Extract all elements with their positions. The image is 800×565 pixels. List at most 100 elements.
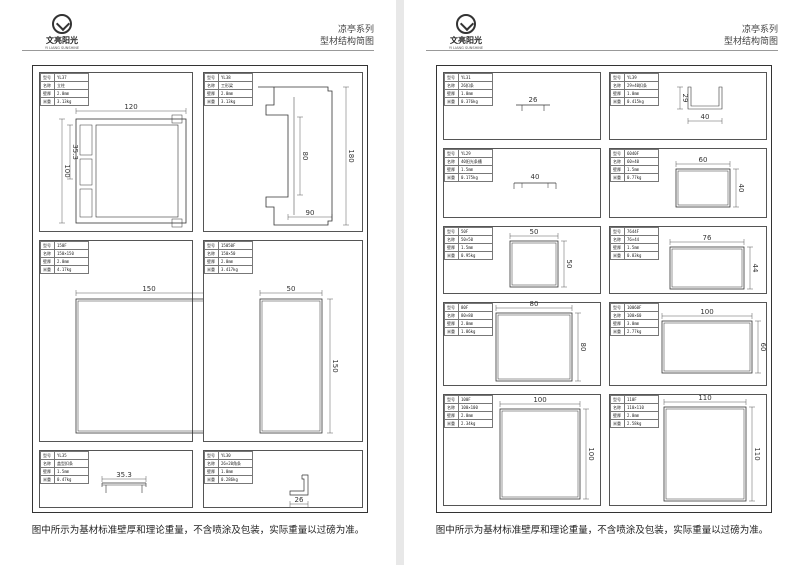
tube-inner-outline <box>511 242 557 286</box>
dimension-label: 100 <box>700 308 713 316</box>
spec-value-weight: 2.34kg <box>458 419 493 428</box>
profile-drawing: 5050 <box>509 228 573 288</box>
series-title: 凉亭系列 <box>741 25 778 35</box>
dimension-label: 100 <box>63 164 71 177</box>
spec-label-thickness: 壁厚 <box>444 243 459 252</box>
spec-label-model: 型号 <box>610 303 625 312</box>
spec-label-thickness: 壁厚 <box>610 319 625 328</box>
spec-label-model: 型号 <box>610 227 625 236</box>
spec-value-thickness: 2.0mm <box>218 257 253 266</box>
spec-value-thickness: 2.0mm <box>54 89 89 98</box>
column-main-chamber <box>95 124 179 218</box>
document-title: 型材结构简图 <box>723 37 778 47</box>
dimension-label: 50 <box>287 285 296 293</box>
spec-label-thickness: 壁厚 <box>444 89 459 98</box>
tube-outer-outline <box>75 298 223 434</box>
tube-inner-outline <box>501 410 579 498</box>
spec-label-model: 型号 <box>204 451 219 460</box>
column-side-chamber <box>79 158 93 186</box>
spec-label-thickness: 壁厚 <box>444 319 459 328</box>
spec-label-model: 型号 <box>610 73 625 82</box>
spec-label-weight: 米重 <box>610 419 625 428</box>
spec-label-name: 名称 <box>610 235 625 244</box>
dimension-label: 90 <box>306 209 315 217</box>
spec-value-model: YL30 <box>218 451 253 460</box>
spec-value-name: 盖型扣条 <box>54 459 89 468</box>
dimension-label: 180 <box>347 149 355 162</box>
brand-logo-icon <box>52 14 72 34</box>
spec-value-weight: 0.286kg <box>218 475 253 484</box>
spec-value-name: 150×150 <box>54 249 89 258</box>
spec-label-thickness: 壁厚 <box>610 89 625 98</box>
footer-note: 图中所示为基材标准壁厚和理论重量，不含喷涂及包装，实际重量以过磅为准。 <box>31 525 365 536</box>
tube-inner-outline <box>671 248 743 288</box>
spec-value-thickness: 2.0mm <box>218 89 253 98</box>
spec-label-model: 型号 <box>40 451 55 460</box>
dimension-label: 80 <box>301 152 309 161</box>
spec-value-weight: 0.47kg <box>54 475 89 484</box>
spec-label-name: 名称 <box>444 311 459 320</box>
spec-value-name: 100×60 <box>624 311 659 320</box>
spec-label-thickness: 壁厚 <box>204 89 219 98</box>
spec-label-model: 型号 <box>204 241 219 250</box>
spec-value-name: 76×44 <box>624 235 659 244</box>
spec-value-weight: 4.17kg <box>54 265 89 274</box>
spec-value-thickness: 2.0mm <box>458 319 493 328</box>
spec-value-name: 50×50 <box>458 235 493 244</box>
spec-label-weight: 米重 <box>40 475 55 484</box>
spec-value-weight: 2.77kg <box>624 327 659 336</box>
spec-label-weight: 米重 <box>444 327 459 336</box>
spec-value-weight: 0.415kg <box>624 97 659 106</box>
brand-logo: 文亮阳光 YI LIANG SUNSHINE <box>436 14 496 50</box>
profile-drawing: 26 <box>289 474 309 507</box>
dimension-label: 100 <box>587 447 595 460</box>
spec-row-name: 名称盖型扣条 <box>40 459 89 468</box>
spec-label-model: 型号 <box>444 303 459 312</box>
spec-label-name: 名称 <box>444 235 459 244</box>
tube-inner-outline <box>497 314 571 380</box>
spec-label-name: 名称 <box>610 403 625 412</box>
dimension-label: 26 <box>529 96 538 104</box>
tube-outer-outline <box>259 298 323 434</box>
dimension-label: 40 <box>701 113 710 121</box>
series-title: 凉亭系列 <box>337 25 374 35</box>
spec-value-thickness: 2.0mm <box>54 257 89 266</box>
header-divider <box>426 50 778 51</box>
tube-inner-outline <box>677 170 729 206</box>
spec-label-thickness: 壁厚 <box>204 257 219 266</box>
spec-label-name: 名称 <box>40 459 55 468</box>
document-title: 型材结构简图 <box>319 37 374 47</box>
brand-logo: 文亮阳光 YI LIANG SUNSHINE <box>32 14 92 50</box>
spec-value-model: 7644F <box>624 227 659 236</box>
dimension-label: 29 <box>681 94 689 103</box>
spec-label-thickness: 壁厚 <box>610 165 625 174</box>
spec-label-model: 型号 <box>204 73 219 82</box>
